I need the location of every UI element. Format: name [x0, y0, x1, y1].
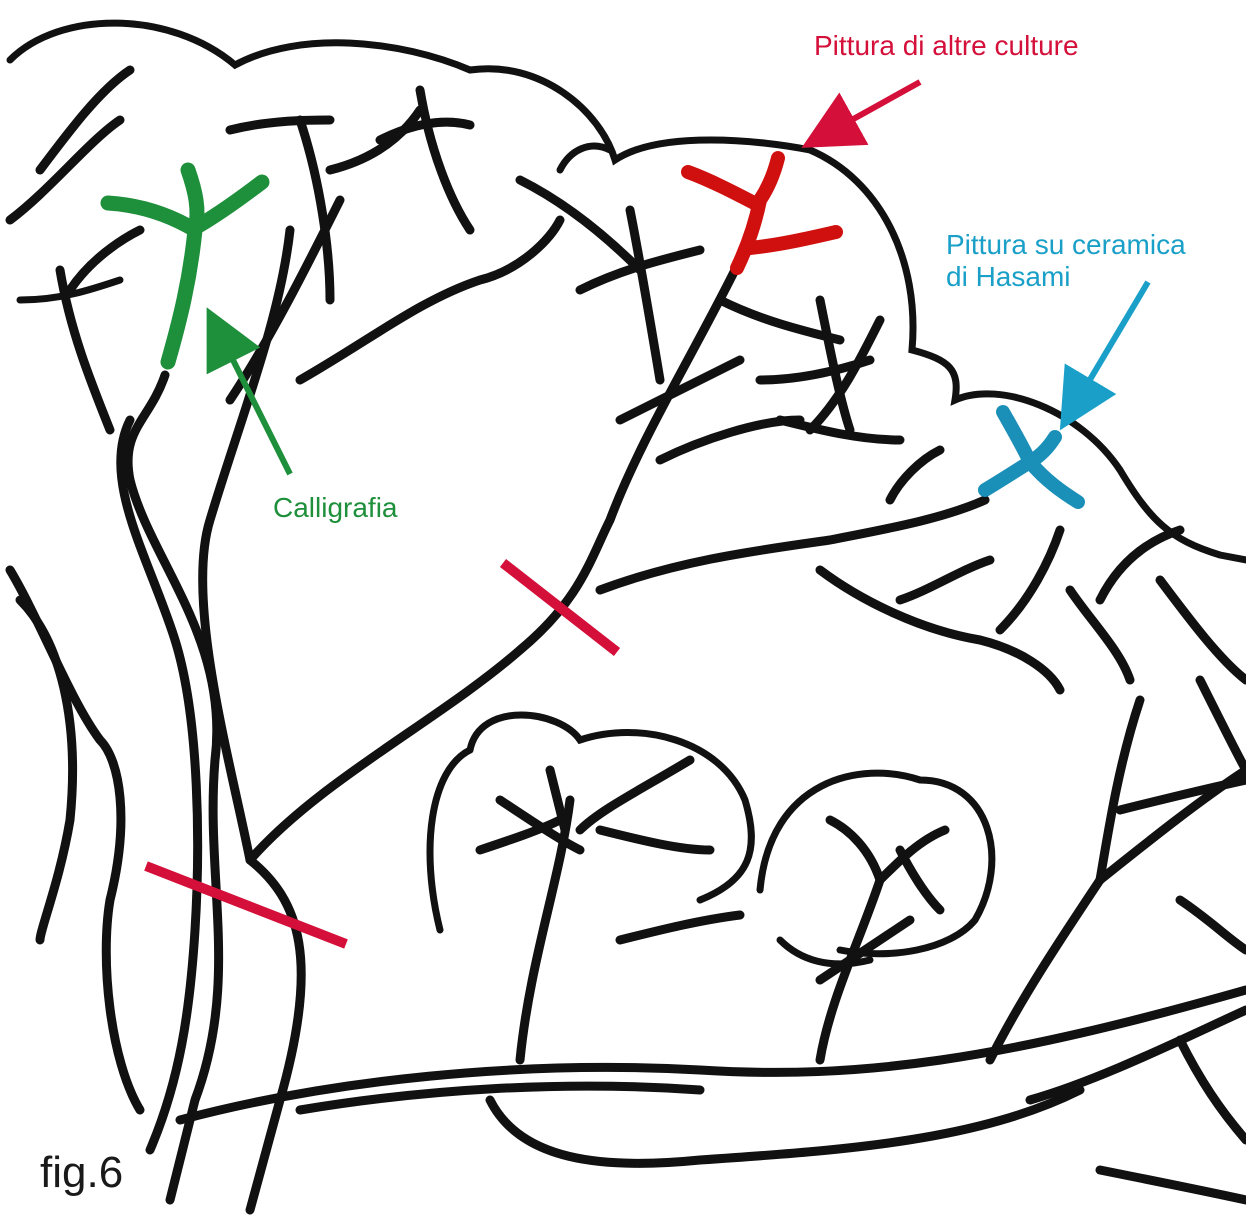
label-other-cultures: Pittura di altre culture — [814, 30, 1079, 62]
highlight-blue-branch — [985, 412, 1078, 502]
arrow-red — [812, 82, 920, 142]
label-hasami-line1: Pittura su ceramica — [946, 229, 1186, 261]
figure-caption: fig.6 — [40, 1148, 123, 1199]
highlight-green-branch — [108, 170, 262, 362]
label-hasami-line2: di Hasami — [946, 261, 1186, 293]
label-hasami: Pittura su ceramica di Hasami — [946, 229, 1186, 293]
arrow-blue — [1066, 282, 1148, 420]
label-calligraphy: Calligrafia — [273, 492, 398, 524]
arrow-green — [212, 318, 290, 474]
cut-mark-middle — [503, 563, 617, 652]
cut-mark-lower — [146, 866, 346, 944]
highlight-red-branch — [688, 158, 836, 268]
